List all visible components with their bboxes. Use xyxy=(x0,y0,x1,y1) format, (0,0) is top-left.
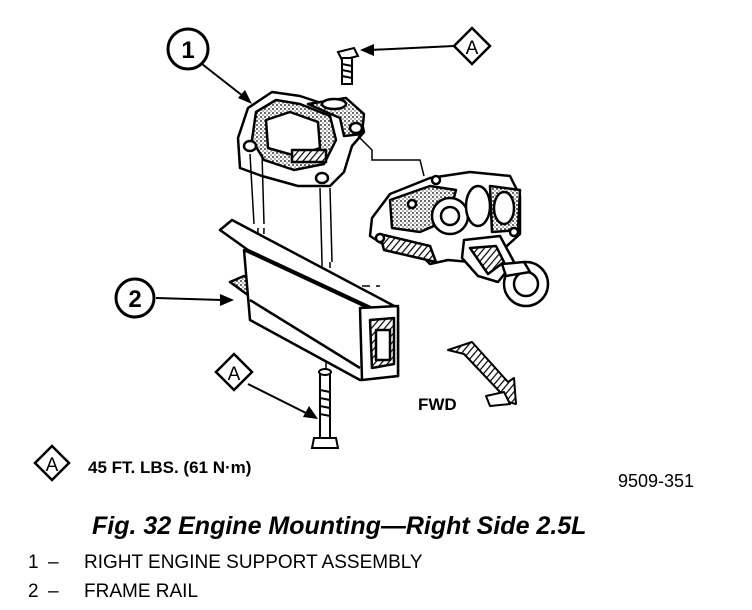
engine-mounting-illustration: 1 2 A A xyxy=(33,26,694,491)
legend-item-1-text: RIGHT ENGINE SUPPORT ASSEMBLY xyxy=(84,552,423,573)
engine-block xyxy=(368,170,550,308)
legend-item-1-dash: – xyxy=(48,552,59,573)
callout-1: 1 xyxy=(166,27,252,104)
engine-support-assembly xyxy=(236,90,366,188)
torque-marker-top-label: A xyxy=(466,38,479,59)
legend-item-1: 1– RIGHT ENGINE SUPPORT ASSEMBLY xyxy=(28,552,423,574)
legend-item-2-number: 2 xyxy=(28,581,39,602)
top-bolt xyxy=(336,46,360,85)
legend-item-2-dash: – xyxy=(48,581,59,602)
torque-marker-bottom-label: A xyxy=(228,364,241,385)
figure-code: 9509-351 xyxy=(618,471,694,491)
legend-item-2: 2– FRAME RAIL xyxy=(28,581,198,603)
forward-arrow xyxy=(447,341,517,407)
callout-2-label: 2 xyxy=(128,286,141,313)
callout-2: 2 xyxy=(114,277,234,319)
fwd-label: FWD xyxy=(418,395,457,414)
torque-marker-top: A xyxy=(360,26,492,66)
torque-spec-marker-label: A xyxy=(46,455,59,476)
torque-spec-legend: A 45 FT. LBS. (61 N·m) xyxy=(33,444,251,482)
legend-item-2-text: FRAME RAIL xyxy=(84,581,199,602)
frame-rail xyxy=(218,218,400,382)
torque-marker-bottom: A xyxy=(214,352,318,419)
legend-item-1-number: 1 xyxy=(28,552,39,573)
callout-1-label: 1 xyxy=(181,37,194,64)
torque-spec-text: 45 FT. LBS. (61 N·m) xyxy=(88,458,251,477)
lower-bolt xyxy=(310,368,340,449)
figure-caption: Fig. 32 Engine Mounting—Right Side 2.5L xyxy=(92,512,587,540)
